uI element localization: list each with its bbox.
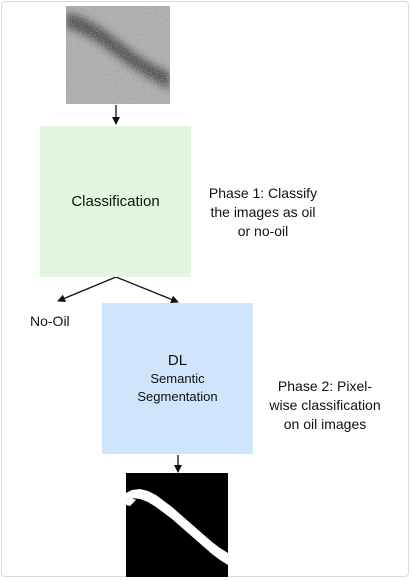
segmentation-subtitle: Segmentation: [137, 388, 218, 404]
segmentation-title: DL: [167, 351, 188, 369]
phase1-line: or no-oil: [237, 223, 289, 239]
arrow-classification-to-no-oil: [57, 276, 117, 303]
arrow-classification-to-segmentation: [115, 276, 179, 304]
phase2-line: wise classification: [269, 397, 381, 413]
no-oil-label: No-Oil: [30, 313, 70, 329]
segmentation-subtitle: Semantic: [150, 370, 205, 386]
sar-input-image: [66, 6, 170, 104]
phase1-line: Phase 1: Classify: [208, 185, 318, 201]
phase2-description: Phase 2: Pixel- wise classification on o…: [255, 377, 395, 434]
segmentation-block: DL Semantic Segmentation: [102, 303, 253, 454]
segmentation-mask-image: [126, 473, 228, 577]
phase1-description: Phase 1: Classify the images as oil or n…: [192, 184, 334, 241]
classification-label: Classification: [71, 193, 160, 210]
phase2-line: Phase 2: Pixel-: [277, 378, 373, 394]
phase1-line: the images as oil: [210, 204, 316, 220]
classification-block: Classification: [40, 126, 191, 277]
phase2-line: on oil images: [283, 416, 367, 432]
